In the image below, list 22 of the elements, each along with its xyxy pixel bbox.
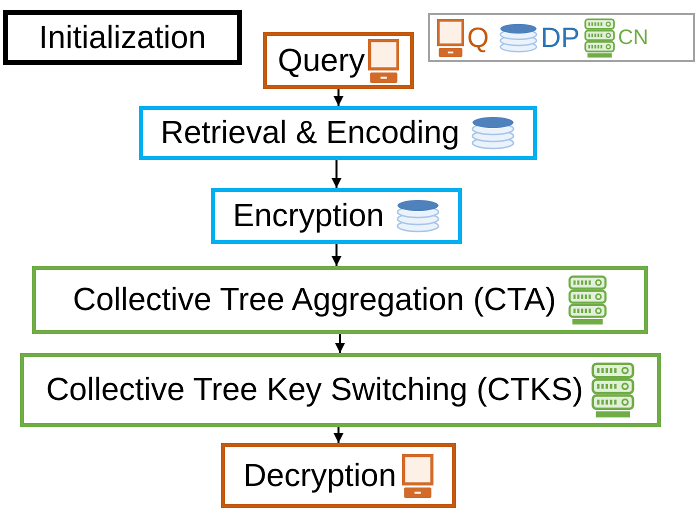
- process-box: [263, 32, 414, 89]
- node-label: Decryption: [243, 458, 396, 494]
- node-label: Initialization: [38, 20, 206, 56]
- process-box: [32, 266, 648, 334]
- node-label: Collective Tree Key Switching (CTKS): [46, 372, 584, 408]
- legend-label: Q: [467, 22, 489, 54]
- arrow: [335, 334, 345, 353]
- node-label: Collective Tree Aggregation (CTA): [72, 282, 556, 318]
- node-label: Encryption: [232, 198, 384, 234]
- arrow: [334, 427, 344, 443]
- process-box: [20, 353, 661, 427]
- process-box: [221, 443, 456, 508]
- arrow: [334, 89, 344, 106]
- arrow: [332, 160, 342, 188]
- node-label: Query: [278, 42, 365, 78]
- arrow: [332, 244, 342, 266]
- phase-box: [3, 10, 242, 65]
- node-label: Retrieval & Encoding: [160, 115, 460, 151]
- legend-label: DP: [540, 22, 580, 54]
- legend-label: CN: [618, 26, 648, 50]
- process-box: [211, 188, 462, 244]
- process-box: [139, 106, 537, 160]
